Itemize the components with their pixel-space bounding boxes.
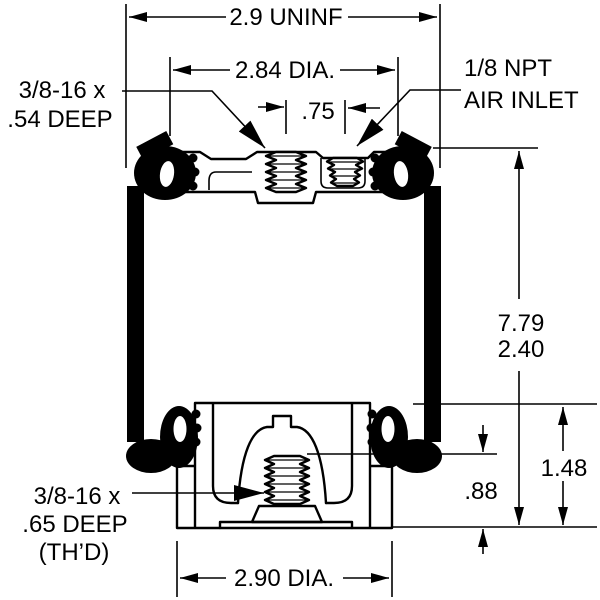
dim-text-piston-height: 1.48 <box>541 455 588 482</box>
inlet-thread-profile <box>325 156 365 188</box>
bottom-threaded-stud <box>263 454 311 506</box>
bottom-thread-crests <box>265 459 309 501</box>
dim-text-uninflated-width: 2.9 UNINF <box>229 4 342 31</box>
dim-piston-height: 1.48 <box>541 407 588 525</box>
crimp-bump <box>368 167 378 177</box>
bellows-right-wall <box>424 186 441 442</box>
label-bottom-stud-line2: .65 DEEP <box>22 511 127 538</box>
bead-bottom-left-slot <box>173 416 187 442</box>
bellows-left-wall <box>127 186 144 442</box>
bead-top-left <box>134 130 200 200</box>
leader-bottom-stud: 3/8-16 x .65 DEEP (TH’D) <box>22 483 264 566</box>
dim-text-port-offset: .75 <box>301 98 334 125</box>
dim-text-stud-height: .88 <box>464 478 497 505</box>
bottom-thread-profile <box>263 454 311 506</box>
dim-text-plate-diameter: 2.84 DIA. <box>235 57 335 84</box>
label-bottom-stud-line3: (TH’D) <box>39 539 110 566</box>
dim-top-plate-diameter: 2.84 DIA. <box>169 57 399 136</box>
crimp-bump <box>192 423 202 433</box>
crimp-bump <box>370 153 380 163</box>
label-top-stud-line2: .54 DEEP <box>7 106 112 133</box>
crimp-bump <box>366 423 376 433</box>
crimp-bump <box>367 409 377 419</box>
dim-text-piston-diameter: 2.90 DIA. <box>234 565 334 592</box>
label-top-stud-line1: 3/8-16 x <box>19 77 106 104</box>
bead-top-left-slot <box>159 161 175 187</box>
bead-bottom-right-slot <box>381 416 395 442</box>
dim-stud-height: .88 <box>464 425 498 554</box>
bead-top-right-slot <box>393 161 409 187</box>
crimp-bump <box>191 437 201 447</box>
dim-uninflated-width: 2.9 UNINF <box>125 4 441 168</box>
top-threaded-hole <box>264 150 308 194</box>
air-inlet-thread <box>325 156 365 188</box>
piston-outline <box>175 401 394 530</box>
label-air-inlet-line2: AIR INLET <box>464 87 579 114</box>
dim-piston-diameter: 2.90 DIA. <box>176 541 393 597</box>
bead-bottom-left <box>126 406 202 473</box>
crimp-bump <box>188 153 198 163</box>
crimp-bump <box>367 437 377 447</box>
leader-line-top-stud <box>122 90 266 149</box>
piston-base-strip <box>218 520 354 530</box>
label-air-inlet-line1: 1/8 NPT <box>464 55 552 82</box>
dim-port-offset: .75 <box>258 98 380 134</box>
dim-text-overall-height: 7.79 <box>498 310 545 337</box>
crimp-bump <box>191 409 201 419</box>
air-inlet-boss <box>320 158 366 189</box>
leader-air-inlet: 1/8 NPT AIR INLET <box>356 55 579 147</box>
top-thread-crests <box>266 155 306 189</box>
dim-text-collapsed-height: 2.40 <box>498 336 545 363</box>
bead-bottom-right <box>366 406 442 473</box>
dim-overall-height: 7.79 2.40 <box>498 151 545 525</box>
top-plate-inner-line-left <box>208 171 252 190</box>
piston-dome <box>236 414 328 505</box>
crimp-bump <box>190 167 200 177</box>
piston <box>175 401 394 530</box>
leader-line-air-inlet <box>356 89 461 147</box>
inlet-thread-crests <box>328 161 362 184</box>
rubber-bellows <box>126 130 442 473</box>
bead-top-right <box>368 130 434 200</box>
label-bottom-stud-line1: 3/8-16 x <box>34 483 121 510</box>
crimp-bump <box>370 181 380 191</box>
top-bead-plate <box>168 150 400 205</box>
crimp-bump <box>188 181 198 191</box>
leader-top-stud: 3/8-16 x .54 DEEP <box>7 77 266 149</box>
piston-cavity-right <box>324 402 354 505</box>
piston-cavity-left <box>211 402 240 505</box>
